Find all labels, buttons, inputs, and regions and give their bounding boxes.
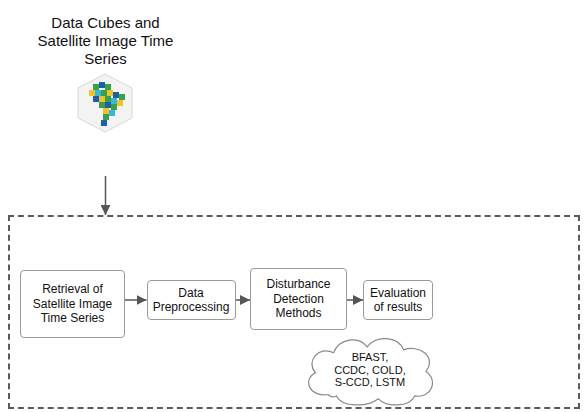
map-block	[101, 90, 107, 96]
methods-cloud: BFAST, CCDC, COLD, S-CCD, LSTM	[300, 334, 440, 406]
box-label: BFAST, CCDC, COLD, S-CCD, LSTM	[334, 351, 406, 389]
map-block	[119, 94, 125, 100]
map-block	[95, 90, 101, 96]
map-block	[89, 90, 95, 96]
flow-arrow	[236, 299, 251, 301]
map-block	[109, 110, 115, 116]
map-block	[103, 108, 109, 114]
map-block	[117, 100, 123, 106]
map-block	[99, 96, 105, 102]
map-block	[101, 120, 107, 126]
map-block	[93, 96, 99, 102]
map-block	[105, 102, 111, 108]
map-blocks	[89, 82, 125, 126]
map-block	[107, 90, 113, 96]
box-label: Retrieval of Satellite Image Time Series	[26, 282, 119, 325]
map-block	[113, 92, 119, 98]
workflow-group: Retrieval of Satellite Image Time Series…	[8, 215, 580, 409]
cloud-shape	[309, 339, 433, 405]
cube-outline	[78, 74, 132, 132]
map-block	[93, 84, 99, 90]
process-box: Retrieval of Satellite Image Time Series	[20, 270, 125, 338]
source-box: Data Cubes and Satellite Image Time Seri…	[8, 6, 203, 176]
map-block	[111, 98, 117, 104]
data-cube-icon	[75, 72, 135, 134]
flow-arrow	[105, 176, 107, 215]
box-label: Evaluation of results	[369, 286, 427, 315]
map-block	[105, 96, 111, 102]
process-box: Evaluation of results	[363, 280, 433, 320]
flow-arrow	[125, 299, 147, 301]
map-block	[99, 82, 105, 88]
map-block	[105, 84, 111, 90]
flow-arrow	[347, 299, 363, 301]
process-box: Disturbance Detection Methods	[250, 268, 347, 330]
map-block	[99, 102, 105, 108]
box-heading: Data Cubes and Satellite Image Time Seri…	[31, 14, 181, 68]
process-box: Data Preprocessing	[147, 280, 236, 320]
map-block	[111, 104, 117, 110]
map-block	[103, 114, 109, 120]
box-label: Disturbance Detection Methods	[256, 277, 341, 320]
box-label: Data Preprocessing	[153, 286, 230, 315]
